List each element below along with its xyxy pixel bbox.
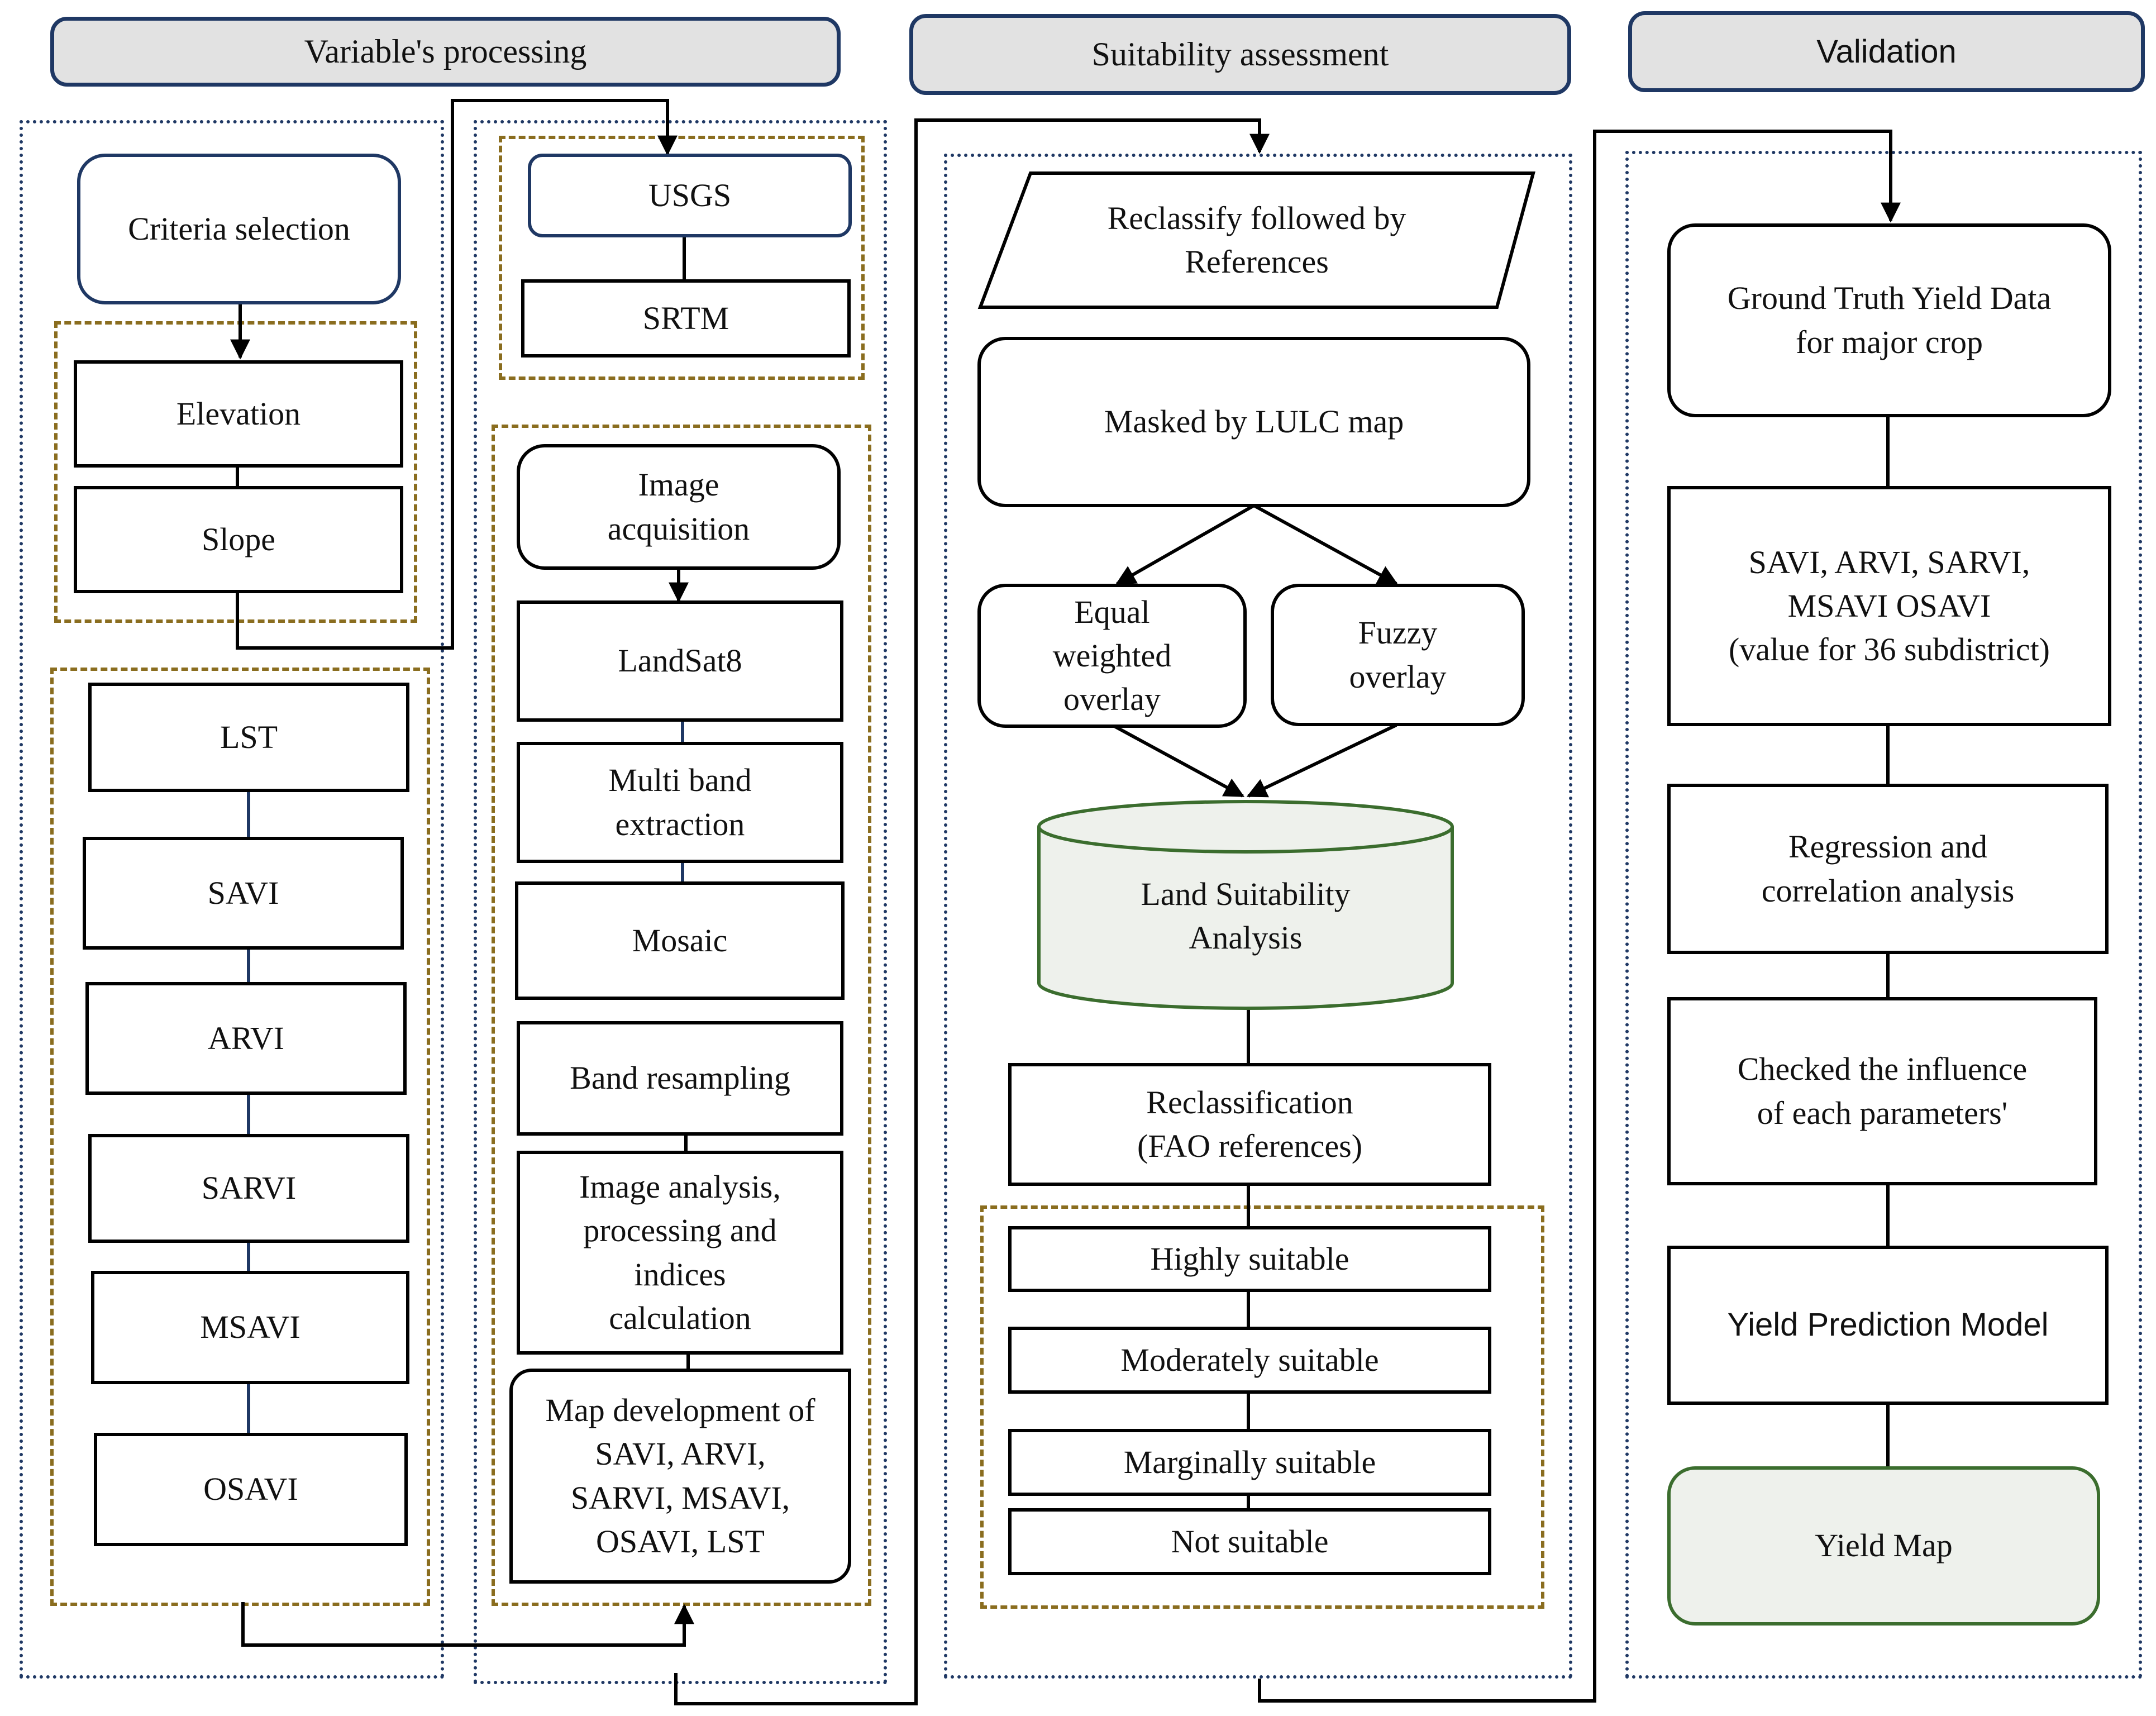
- ground-truth-node: Ground Truth Yield Data for major crop: [1667, 223, 2111, 417]
- multi-band-extraction-node: Multi band extraction: [517, 742, 843, 863]
- header-suitability-assessment: Suitability assessment: [909, 14, 1571, 95]
- highly-suitable-node: Highly suitable: [1008, 1226, 1491, 1292]
- landsat8-node: LandSat8: [517, 600, 843, 722]
- indices-group: [50, 668, 430, 1606]
- dem-source-group: [499, 136, 865, 380]
- suitability-classes-group: [980, 1205, 1544, 1609]
- masked-lulc-node: Masked by LULC map: [977, 337, 1530, 507]
- usgs-node: USGS: [528, 154, 852, 237]
- variables-group-right: [474, 120, 887, 1684]
- suitability-group: [944, 154, 1572, 1679]
- moderately-suitable-node: Moderately suitable: [1008, 1327, 1491, 1394]
- yield-map-node: Yield Map: [1667, 1466, 2100, 1626]
- influence-check-node: Checked the influence of each parameters…: [1667, 997, 2097, 1185]
- mosaic-node: Mosaic: [515, 881, 845, 1000]
- band-resampling-node: Band resampling: [517, 1021, 843, 1136]
- fuzzy-overlay-node: Fuzzy overlay: [1271, 584, 1525, 726]
- header-validation: Validation: [1628, 11, 2145, 92]
- land-suitability-label: Land Suitability Analysis: [1141, 875, 1351, 956]
- map-development-node: Map development of SAVI, ARVI, SARVI, MS…: [509, 1369, 851, 1584]
- srtm-node: SRTM: [521, 279, 851, 358]
- slope-node: Slope: [74, 486, 403, 593]
- equal-weighted-overlay-node: Equal weighted overlay: [977, 584, 1247, 728]
- header-variables-processing: Variable's processing: [50, 17, 841, 87]
- elevation-node: Elevation: [74, 360, 403, 468]
- image-analysis-node: Image analysis, processing and indices c…: [517, 1151, 843, 1355]
- yield-prediction-model-node: Yield Prediction Model: [1667, 1246, 2109, 1405]
- osavi-node: OSAVI: [94, 1433, 408, 1546]
- arvi-node: ARVI: [85, 982, 407, 1095]
- validation-group: [1625, 151, 2142, 1679]
- lst-node: LST: [88, 683, 409, 792]
- reclassify-parallelogram: [977, 171, 1535, 309]
- image-acquisition-node: Image acquisition: [517, 444, 841, 570]
- msavi-node: MSAVI: [91, 1271, 409, 1384]
- savi-node: SAVI: [83, 837, 404, 950]
- sarvi-node: SARVI: [88, 1134, 409, 1243]
- land-suitability-cylinder: [1037, 800, 1454, 1010]
- reclassification-node: Reclassification (FAO references): [1008, 1063, 1491, 1186]
- criteria-selection-node: Criteria selection: [77, 154, 401, 304]
- regression-correlation-node: Regression and correlation analysis: [1667, 784, 2109, 954]
- indices-values-node: SAVI, ARVI, SARVI, MSAVI OSAVI (value fo…: [1667, 486, 2111, 726]
- marginally-suitable-node: Marginally suitable: [1008, 1429, 1491, 1496]
- reclassify-references-label: Reclassify followed by References: [1107, 199, 1406, 280]
- not-suitable-node: Not suitable: [1008, 1508, 1491, 1575]
- variables-group-left: [20, 120, 444, 1679]
